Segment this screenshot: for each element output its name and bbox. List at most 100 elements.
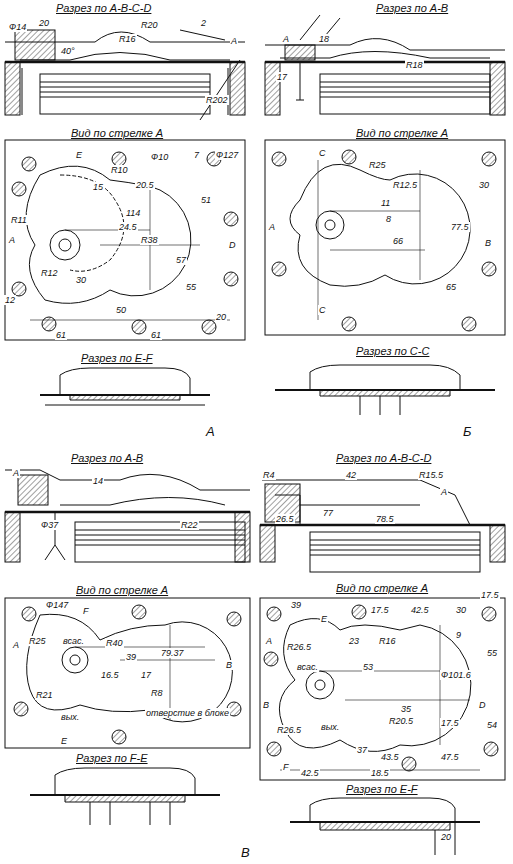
plan-g [260,598,505,780]
dimension-label: 30 [478,180,490,190]
dimension-label: 9 [455,630,462,640]
dimension-label: отверстие в блоке [145,708,230,718]
dimension-label: R18 [405,60,424,70]
dimension-label: 7 [193,150,200,160]
dimension-label: R25 [28,636,47,646]
dimension-label: 18 [318,34,330,44]
dimension-label: 39 [290,600,302,610]
dimension-label: 17.5 [440,718,460,728]
view-heading: Вид по стрелке A [70,127,164,139]
dimension-label: 61 [150,330,162,340]
view-heading: Разрез по E-F [80,352,154,364]
dimension-label: вых. [60,712,80,722]
dimension-label: R22 [180,520,199,530]
dimension-label: 54 [486,720,498,730]
dimension-label: R26.5 [286,642,312,652]
dimension-label: 20 [38,18,50,28]
dimension-label: 20 [215,312,227,322]
dimension-label: R12.5 [392,180,418,190]
dimension-label: 61 [55,330,67,340]
dimension-label: 17.5 [480,590,500,600]
view-heading: Вид по стрелке A [355,127,449,139]
dimension-label: 42.5 [410,605,430,615]
dimension-label: D [228,240,237,250]
dimension-label: C [318,305,327,315]
dimension-label: R20 [140,20,159,30]
dimension-label: 42 [345,470,357,480]
dimension-label: 26.5 [275,514,295,524]
dimension-label: D [478,700,487,710]
dimension-label: Ф147 [45,600,69,610]
dimension-label: 79.37 [160,648,185,658]
dimension-label: 15 [92,182,104,192]
dimension-label: A [440,487,448,497]
dimension-label: R38 [140,235,159,245]
panel-letter: А [205,425,216,439]
dimension-label: R4 [262,470,276,480]
dimension-label: A [230,36,238,46]
dimension-label: A [265,636,273,646]
panel-letter: Б [462,425,472,439]
dimension-label: 39 [125,652,137,662]
dimension-label: R16 [378,636,397,646]
dimension-label: 65 [445,282,457,292]
dimension-label: Ф127 [215,150,239,160]
dimension-label: всас. [62,636,85,646]
dimension-label: 114 [125,208,141,218]
dimension-label: E [60,736,68,746]
dimension-label: 66 [392,236,404,246]
dimension-label: 30 [455,605,467,615]
dimension-label: 53 [362,662,374,672]
dimension-label: 78.5 [375,514,395,524]
view-heading: Разрез по A-B [70,452,144,464]
view-heading: Разрез по F-E [75,752,149,764]
dimension-label: 47.5 [440,752,460,762]
view-heading: Вид по стрелке A [75,584,169,596]
dimension-label: 17 [276,72,288,82]
dimension-label: A [12,640,20,650]
dimension-label: 17 [140,670,152,680]
dimension-label: 37 [356,745,368,755]
dimension-label: 77 [322,508,334,518]
section-a [5,30,245,120]
dimension-label: F [282,762,290,772]
dimension-label: 35 [400,704,412,714]
dimension-label: R20.5 [388,716,414,726]
dimension-label: 30 [75,275,87,285]
dimension-label: 57 [175,255,187,265]
dimension-label: 8 [385,214,392,224]
view-heading: Разрез по А-B-C-D [335,452,432,464]
dimension-label: 20.5 [135,180,155,190]
dimension-label: R16 [118,34,137,44]
dimension-label: Ф14 [8,22,27,32]
dimension-label: 2 [200,18,207,28]
section-ef-g [290,798,480,855]
dimension-label: A [12,468,20,478]
section-g [260,480,505,572]
dimension-label: 12 [4,295,16,305]
dimension-label: 40° [60,46,76,56]
dimension-label: 16.5 [100,670,120,680]
plan-v [5,598,250,748]
dimension-label: 51 [200,195,212,205]
view-heading: Разрез по A-B-C-D [55,2,152,14]
dimension-label: 17.5 [370,605,390,615]
dimension-label: 11 [380,198,391,208]
dimension-label: вых. [320,722,340,732]
dimension-label: 55 [486,648,498,658]
view-heading: Вид по стрелке A [335,582,429,594]
dimension-label: A [282,34,290,44]
section-cc-b [275,365,495,415]
dimension-label: 23 [348,636,360,646]
view-heading: Разрез по E-F [345,783,419,795]
dimension-label: Ф10 [150,152,169,162]
dimension-label: 18.5 [370,768,390,778]
dimension-label: 55 [185,282,197,292]
dimension-label: A [8,235,16,245]
dimension-label: R10 [110,165,129,175]
section-fe-v [30,768,220,825]
dimension-label: 20 [440,832,452,842]
dimension-label: R8 [150,688,164,698]
dimension-label: 14 [92,476,104,486]
dimension-label: Ф37 [40,520,59,530]
